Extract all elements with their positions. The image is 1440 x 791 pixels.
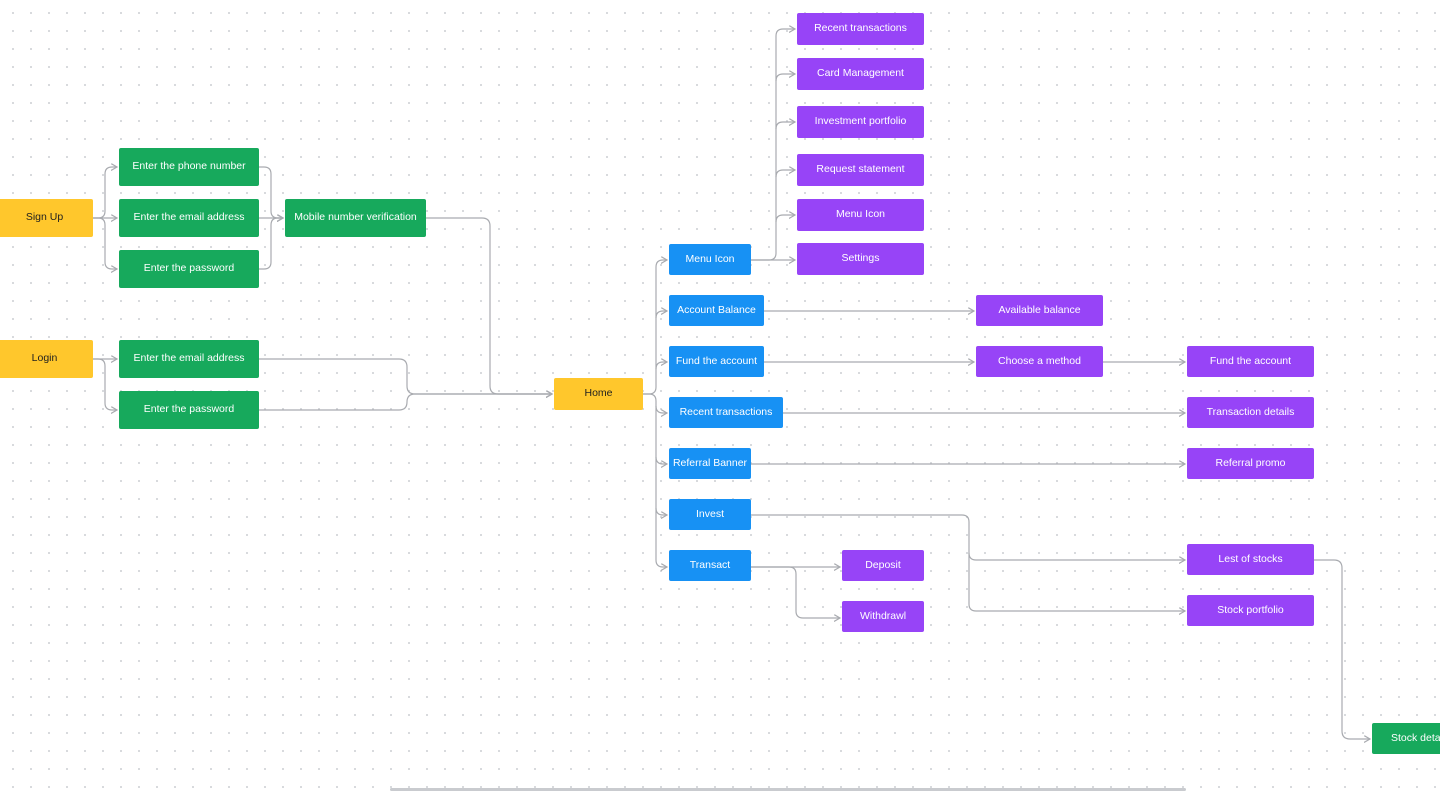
- edge-invest-portfolio: [968, 553, 1185, 611]
- edge-phone-verify: [259, 166, 283, 218]
- node-menu-menu-icon-label: Menu Icon: [835, 208, 886, 221]
- edge-login-password-home: [259, 394, 552, 411]
- node-menu-recent-transactions[interactable]: Recent transactions: [797, 13, 924, 45]
- node-signup-email[interactable]: Enter the email address: [119, 199, 259, 237]
- edge-menu-investment: [775, 122, 795, 130]
- edge-home-recent: [655, 405, 667, 413]
- node-login-label: Login: [31, 352, 58, 365]
- edge-home-invest: [655, 507, 667, 515]
- node-sign-up-label: Sign Up: [25, 211, 64, 224]
- node-transact[interactable]: Transact: [669, 550, 751, 581]
- node-login[interactable]: Login: [0, 340, 93, 378]
- node-investment-portfolio-label: Investment portfolio: [814, 115, 907, 128]
- node-stock-details-label: Stock details: [1391, 731, 1440, 744]
- node-sign-up[interactable]: Sign Up: [0, 199, 93, 237]
- edge-home-spine-down: [643, 393, 667, 567]
- node-withdrawl-label: Withdrawl: [859, 609, 907, 622]
- node-mobile-verification-label: Mobile number verification: [294, 211, 417, 224]
- edge-verify-home: [426, 217, 552, 394]
- node-login-email-label: Enter the email address: [133, 352, 245, 365]
- node-login-password[interactable]: Enter the password: [119, 391, 259, 429]
- edge-transact-withdrawl: [751, 566, 840, 618]
- node-referral-banner[interactable]: Referral Banner: [669, 448, 751, 479]
- edge-login-password: [93, 358, 117, 410]
- edge-menu-card: [775, 74, 795, 82]
- edge-home-fund: [655, 362, 667, 370]
- edge-signup-password: [93, 217, 117, 269]
- node-card-management[interactable]: Card Management: [797, 58, 924, 90]
- node-available-balance[interactable]: Available balance: [976, 295, 1103, 326]
- node-list-of-stocks-label: Lest of stocks: [1218, 552, 1283, 565]
- node-request-statement[interactable]: Request statement: [797, 154, 924, 186]
- node-deposit-label: Deposit: [865, 558, 901, 571]
- node-invest-label: Invest: [695, 507, 724, 520]
- node-login-email[interactable]: Enter the email address: [119, 340, 259, 378]
- node-transaction-details-label: Transaction details: [1206, 405, 1295, 418]
- node-account-balance[interactable]: Account Balance: [669, 295, 764, 326]
- node-transaction-details[interactable]: Transaction details: [1187, 397, 1314, 428]
- node-referral-banner-label: Referral Banner: [672, 456, 748, 469]
- node-stock-details[interactable]: Stock details: [1372, 723, 1440, 754]
- node-list-of-stocks[interactable]: Lest of stocks: [1187, 544, 1314, 575]
- node-fund-account-final[interactable]: Fund the account: [1187, 346, 1314, 377]
- edge-stocks-details: [1314, 559, 1370, 739]
- node-stock-portfolio-label: Stock portfolio: [1217, 603, 1284, 616]
- node-menu-menu-icon[interactable]: Menu Icon: [797, 199, 924, 231]
- node-recent-transactions[interactable]: Recent transactions: [669, 397, 783, 428]
- node-home[interactable]: Home: [554, 378, 643, 410]
- node-invest[interactable]: Invest: [669, 499, 751, 530]
- edge-password-verify: [259, 218, 283, 270]
- node-signup-password-label: Enter the password: [143, 262, 235, 275]
- node-stock-portfolio[interactable]: Stock portfolio: [1187, 595, 1314, 626]
- edge-home-balance: [655, 311, 667, 319]
- node-signup-password[interactable]: Enter the password: [119, 250, 259, 288]
- node-signup-phone[interactable]: Enter the phone number: [119, 148, 259, 186]
- node-menu-recent-transactions-label: Recent transactions: [814, 22, 907, 35]
- node-choose-method-label: Choose a method: [998, 354, 1081, 367]
- node-signup-email-label: Enter the email address: [133, 211, 245, 224]
- node-referral-promo-label: Referral promo: [1215, 456, 1286, 469]
- node-menu-icon[interactable]: Menu Icon: [669, 244, 751, 275]
- node-home-label: Home: [584, 387, 613, 400]
- edge-home-menu: [643, 260, 667, 395]
- node-mobile-verification[interactable]: Mobile number verification: [285, 199, 426, 237]
- node-signup-phone-label: Enter the phone number: [132, 160, 246, 173]
- node-fund-account[interactable]: Fund the account: [669, 346, 764, 377]
- node-withdrawl[interactable]: Withdrawl: [842, 601, 924, 632]
- node-choose-method[interactable]: Choose a method: [976, 346, 1103, 377]
- node-fund-account-label: Fund the account: [675, 354, 758, 367]
- edge-menu-menuicon: [775, 215, 795, 223]
- node-menu-icon-label: Menu Icon: [685, 252, 735, 265]
- node-settings-label: Settings: [841, 252, 880, 265]
- node-investment-portfolio[interactable]: Investment portfolio: [797, 106, 924, 138]
- edge-home-referral: [655, 456, 667, 464]
- edge-signup-phone: [93, 167, 117, 219]
- node-card-management-label: Card Management: [817, 67, 904, 80]
- node-deposit[interactable]: Deposit: [842, 550, 924, 581]
- node-available-balance-label: Available balance: [998, 303, 1081, 316]
- edge-login-email-home: [259, 358, 552, 394]
- node-fund-account-final-label: Fund the account: [1209, 354, 1292, 367]
- node-referral-promo[interactable]: Referral promo: [1187, 448, 1314, 479]
- edge-menu-request: [775, 170, 795, 178]
- edge-invest-stocks: [751, 514, 1185, 560]
- node-transact-label: Transact: [689, 558, 731, 571]
- edge-menu-spine: [751, 29, 795, 261]
- horizontal-scrollbar[interactable]: [390, 788, 1186, 791]
- node-settings[interactable]: Settings: [797, 243, 924, 275]
- node-recent-transactions-label: Recent transactions: [679, 405, 773, 418]
- node-account-balance-label: Account Balance: [677, 303, 756, 316]
- node-login-password-label: Enter the password: [143, 403, 235, 416]
- node-request-statement-label: Request statement: [816, 163, 905, 176]
